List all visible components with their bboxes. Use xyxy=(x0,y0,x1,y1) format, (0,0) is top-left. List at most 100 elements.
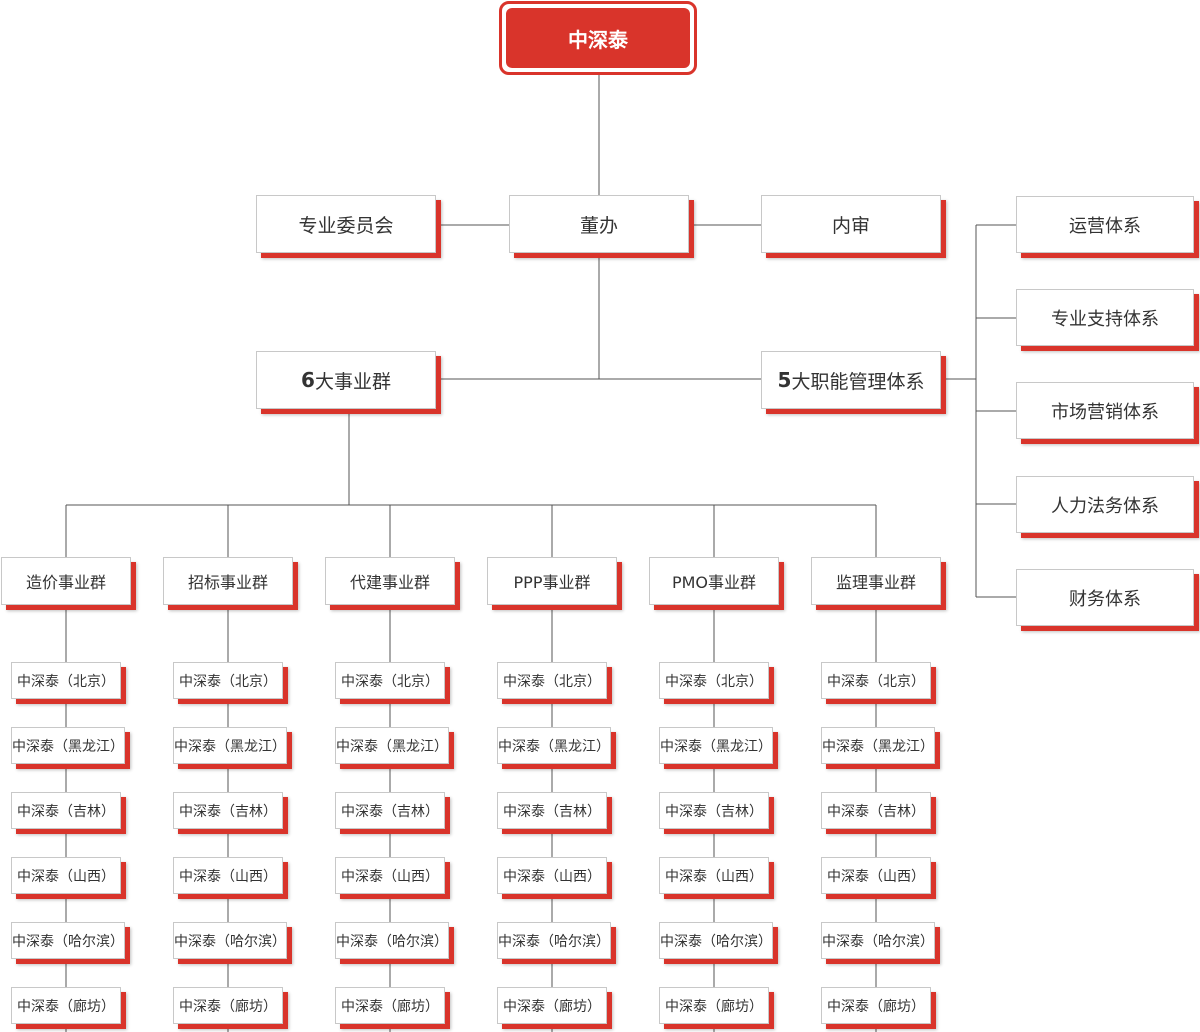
system-node: 市场营销体系 xyxy=(1016,382,1194,439)
branch-node: 中深泰（吉林） xyxy=(11,792,121,829)
group-node: 监理事业群 xyxy=(811,557,941,605)
branch-node: 中深泰（廊坊） xyxy=(659,987,769,1024)
five-systems-label: 大职能管理体系 xyxy=(791,370,925,393)
internal-audit-node: 内审 xyxy=(761,195,941,253)
branch-node: 中深泰（山西） xyxy=(497,857,607,894)
branch-label: 中深泰（哈尔滨） xyxy=(12,933,124,950)
branch-node: 中深泰（哈尔滨） xyxy=(11,922,125,959)
six-groups-label: 大事业群 xyxy=(314,370,391,393)
root-label: 中深泰 xyxy=(506,8,690,68)
group-label: 招标事业群 xyxy=(187,573,268,592)
branch-node: 中深泰（山西） xyxy=(335,857,445,894)
group-label: PPP事业群 xyxy=(513,573,591,592)
branch-node: 中深泰（山西） xyxy=(821,857,931,894)
branch-node: 中深泰（北京） xyxy=(335,662,445,699)
branch-node: 中深泰（黑龙江） xyxy=(497,727,611,764)
branch-node: 中深泰（北京） xyxy=(497,662,607,699)
branch-node: 中深泰（廊坊） xyxy=(497,987,607,1024)
branch-label: 中深泰（北京） xyxy=(827,673,925,690)
branch-node: 中深泰（黑龙江） xyxy=(659,727,773,764)
branch-label: 中深泰（北京） xyxy=(341,673,439,690)
branch-label: 中深泰（吉林） xyxy=(827,803,925,820)
branch-node: 中深泰（黑龙江） xyxy=(173,727,287,764)
system-node: 人力法务体系 xyxy=(1016,476,1194,533)
branch-node: 中深泰（廊坊） xyxy=(11,987,121,1024)
branch-node: 中深泰（哈尔滨） xyxy=(821,922,935,959)
group-node: 招标事业群 xyxy=(163,557,293,605)
group-label: PMO事业群 xyxy=(671,573,757,592)
system-label: 人力法务体系 xyxy=(1051,495,1159,517)
group-label: 代建事业群 xyxy=(349,573,430,592)
branch-label: 中深泰（哈尔滨） xyxy=(498,933,610,950)
branch-node: 中深泰（哈尔滨） xyxy=(335,922,449,959)
branch-label: 中深泰（吉林） xyxy=(179,803,277,820)
branch-label: 中深泰（吉林） xyxy=(665,803,763,820)
branch-label: 中深泰（北京） xyxy=(179,673,277,690)
branch-node: 中深泰（廊坊） xyxy=(173,987,283,1024)
committee-label: 专业委员会 xyxy=(298,214,394,237)
branch-node: 中深泰（北京） xyxy=(659,662,769,699)
branch-label: 中深泰（哈尔滨） xyxy=(822,933,934,950)
branch-label: 中深泰（吉林） xyxy=(17,803,115,820)
group-label: 监理事业群 xyxy=(835,573,916,592)
branch-node: 中深泰（山西） xyxy=(659,857,769,894)
branch-label: 中深泰（黑龙江） xyxy=(336,738,448,755)
branch-label: 中深泰（黑龙江） xyxy=(498,738,610,755)
group-node: 代建事业群 xyxy=(325,557,455,605)
group-node: PPP事业群 xyxy=(487,557,617,605)
branch-label: 中深泰（廊坊） xyxy=(17,998,115,1015)
branch-node: 中深泰（黑龙江） xyxy=(11,727,125,764)
system-label: 市场营销体系 xyxy=(1051,401,1159,423)
branch-label: 中深泰（黑龙江） xyxy=(174,738,286,755)
branch-label: 中深泰（山西） xyxy=(827,868,925,885)
branch-label: 中深泰（山西） xyxy=(665,868,763,885)
branch-label: 中深泰（廊坊） xyxy=(827,998,925,1015)
system-node: 专业支持体系 xyxy=(1016,289,1194,346)
branch-node: 中深泰（吉林） xyxy=(821,792,931,829)
branch-label: 中深泰（哈尔滨） xyxy=(660,933,772,950)
branch-label: 中深泰（吉林） xyxy=(503,803,601,820)
board-office-label: 董办 xyxy=(579,214,618,237)
branch-label: 中深泰（黑龙江） xyxy=(660,738,772,755)
branch-node: 中深泰（北京） xyxy=(11,662,121,699)
branch-node: 中深泰（廊坊） xyxy=(821,987,931,1024)
branch-label: 中深泰（黑龙江） xyxy=(12,738,124,755)
branch-label: 中深泰（北京） xyxy=(17,673,115,690)
branch-label: 中深泰（廊坊） xyxy=(503,998,601,1015)
branch-node: 中深泰（北京） xyxy=(173,662,283,699)
branch-node: 中深泰（廊坊） xyxy=(335,987,445,1024)
branch-node: 中深泰（山西） xyxy=(11,857,121,894)
branch-node: 中深泰（吉林） xyxy=(659,792,769,829)
group-node: 造价事业群 xyxy=(1,557,131,605)
branch-node: 中深泰（吉林） xyxy=(173,792,283,829)
branch-node: 中深泰（吉林） xyxy=(335,792,445,829)
internal-audit-label: 内审 xyxy=(831,214,870,237)
branch-node: 中深泰（黑龙江） xyxy=(821,727,935,764)
branch-node: 中深泰（北京） xyxy=(821,662,931,699)
branch-node: 中深泰（哈尔滨） xyxy=(659,922,773,959)
branch-label: 中深泰（山西） xyxy=(503,868,601,885)
branch-label: 中深泰（黑龙江） xyxy=(822,738,934,755)
system-label: 财务体系 xyxy=(1069,588,1141,610)
group-node: PMO事业群 xyxy=(649,557,779,605)
branch-label: 中深泰（廊坊） xyxy=(341,998,439,1015)
branch-label: 中深泰（山西） xyxy=(341,868,439,885)
five-systems-number: 5 xyxy=(777,368,792,392)
branch-label: 中深泰（山西） xyxy=(17,868,115,885)
six-groups-number: 6 xyxy=(301,368,315,392)
system-node: 运营体系 xyxy=(1016,196,1194,253)
branch-node: 中深泰（吉林） xyxy=(497,792,607,829)
branch-node: 中深泰（山西） xyxy=(173,857,283,894)
branch-label: 中深泰（哈尔滨） xyxy=(336,933,448,950)
system-label: 专业支持体系 xyxy=(1051,308,1159,330)
branch-node: 中深泰（哈尔滨） xyxy=(497,922,611,959)
system-node: 财务体系 xyxy=(1016,569,1194,626)
branch-label: 中深泰（北京） xyxy=(665,673,763,690)
branch-node: 中深泰（哈尔滨） xyxy=(173,922,287,959)
branch-label: 中深泰（廊坊） xyxy=(179,998,277,1015)
branch-label: 中深泰（哈尔滨） xyxy=(174,933,286,950)
branch-label: 中深泰（山西） xyxy=(179,868,277,885)
group-label: 造价事业群 xyxy=(25,573,106,592)
